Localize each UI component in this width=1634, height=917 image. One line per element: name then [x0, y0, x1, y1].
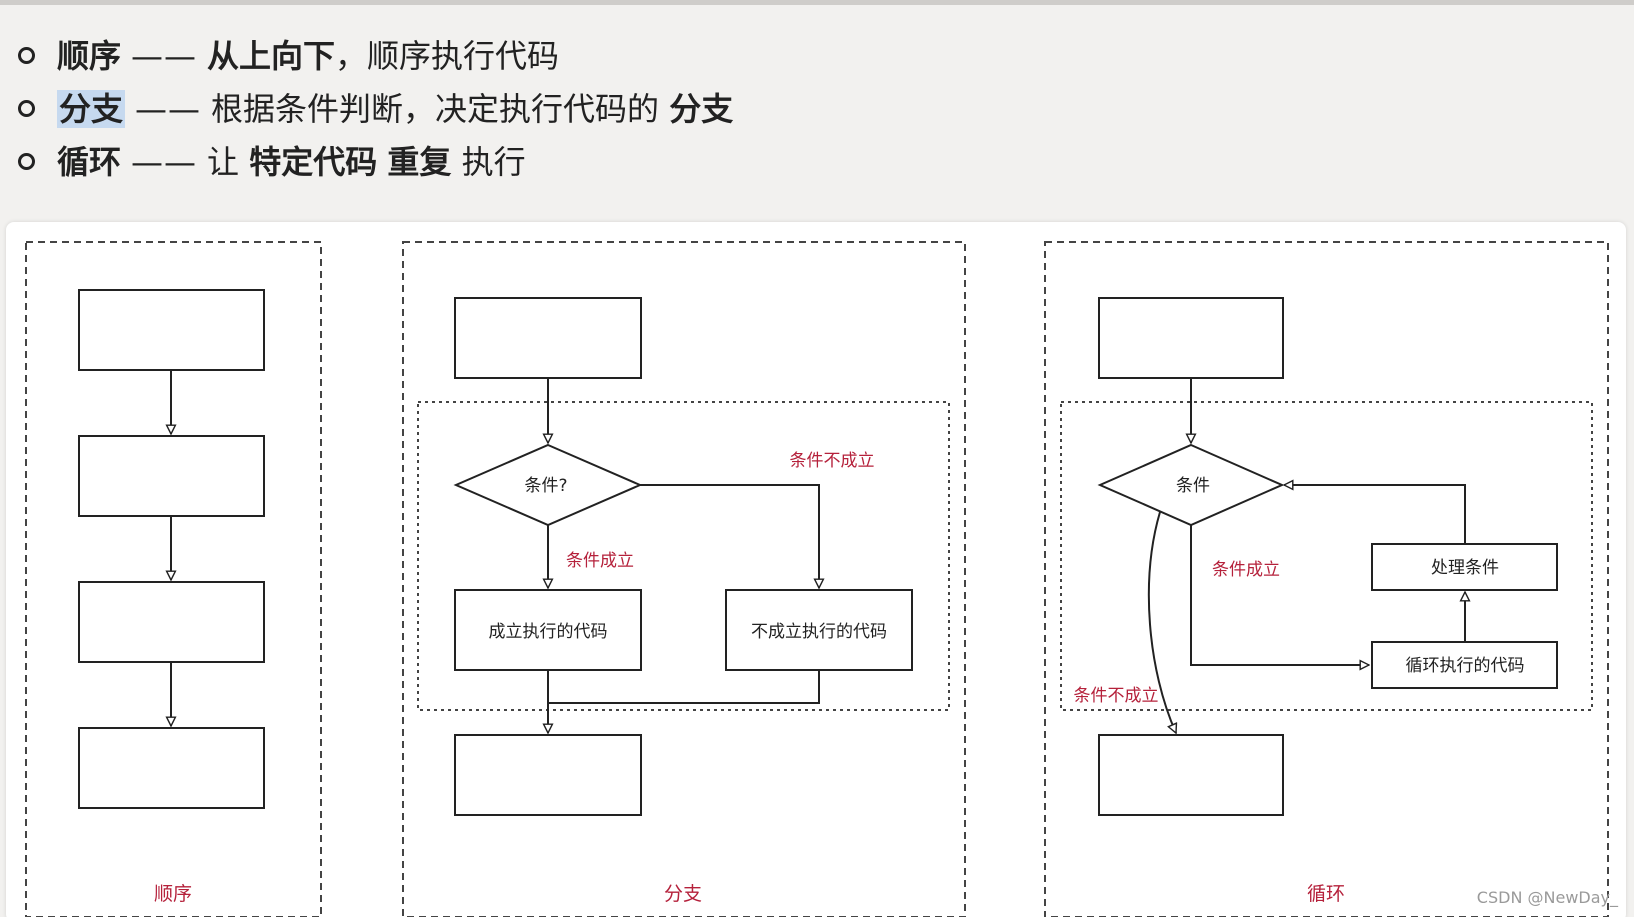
bullet-emphasis: 特定代码: [249, 143, 378, 181]
bullet-dash: ——: [131, 37, 198, 75]
loop-caption: 循环: [1307, 883, 1345, 905]
diagram-panel: [6, 222, 1626, 917]
loop-condition-label: 条件: [1176, 476, 1210, 496]
loop-arrow-false: [1147, 511, 1176, 733]
bullet-term: 顺序: [57, 37, 122, 75]
loop-end-box: [1098, 734, 1284, 816]
bullet-emphasis: 从上向下: [207, 37, 336, 75]
loop-diagram: 条件 条件成立 循环执行的代码 处理条件 条件不成立 循环: [1044, 241, 1609, 917]
branch-true-label: 条件成立: [566, 551, 634, 571]
bullet-sequence: 顺序——从上向下，顺序执行代码: [18, 30, 733, 83]
bullet-text: ，顺序执行代码: [335, 37, 560, 75]
sequence-step-box-1: [78, 289, 265, 371]
bullet-circle-icon: [18, 99, 35, 117]
branch-end-box: [454, 734, 642, 816]
branch-false-box: [725, 589, 913, 671]
top-window-strip: [0, 0, 1634, 5]
bullet-circle-icon: [18, 46, 35, 64]
bullet-text: 执行: [451, 143, 526, 181]
bullet-dash: ——: [135, 90, 202, 128]
loop-update-box: [1371, 543, 1558, 591]
branch-merge-line: [548, 670, 820, 704]
loop-arrow-back-to-condition: [1284, 485, 1466, 544]
branch-diagram: 条件? 条件成立 条件不成立 成立执行的代码 不成立执行的代码 分支: [402, 241, 966, 917]
loop-false-label: 条件不成立: [1074, 686, 1159, 706]
loop-start-box: [1098, 297, 1284, 379]
branch-true-box: [454, 589, 642, 671]
bullet-term: 循环: [57, 143, 122, 181]
csdn-watermark: CSDN @NewDay_: [1476, 888, 1618, 907]
loop-frame: [1044, 241, 1609, 917]
sequence-caption: 顺序: [154, 883, 192, 905]
branch-frame: [402, 241, 966, 917]
branch-condition-label: 条件?: [524, 476, 567, 496]
branch-true-box-label: 成立执行的代码: [489, 622, 608, 642]
branch-start-box: [454, 297, 642, 379]
bullet-loop: 循环——让 特定代码 重复 执行: [18, 136, 733, 189]
bullet-dash: ——: [131, 143, 198, 181]
loop-body-box-label: 循环执行的代码: [1406, 656, 1525, 676]
bullet-emphasis: 重复: [387, 143, 452, 181]
loop-update-box-label: 处理条件: [1431, 558, 1499, 578]
loop-body-box: [1371, 641, 1558, 689]
sequence-frame: [25, 241, 322, 917]
branch-false-box-label: 不成立执行的代码: [751, 622, 887, 642]
loop-true-label: 条件成立: [1212, 560, 1280, 580]
bullet-term-highlighted: 分支: [57, 90, 126, 128]
bullet-list: 顺序——从上向下，顺序执行代码 分支——根据条件判断，决定执行代码的 分支 循环…: [18, 30, 733, 189]
bullet-text: 根据条件判断，决定执行代码的: [211, 90, 670, 128]
bullet-branch: 分支——根据条件判断，决定执行代码的 分支: [18, 83, 733, 136]
bullet-emphasis: 分支: [669, 90, 734, 128]
bullet-circle-icon: [18, 152, 35, 170]
loop-arrow-true: [1190, 525, 1369, 665]
bullet-text: 让: [207, 143, 250, 181]
sequence-step-box-4: [78, 727, 265, 809]
branch-arrow-false: [640, 484, 819, 588]
sequence-diagram: 顺序: [25, 241, 322, 917]
sequence-step-box-3: [78, 581, 265, 663]
branch-caption: 分支: [664, 883, 702, 905]
sequence-step-box-2: [78, 435, 265, 517]
branch-false-label: 条件不成立: [790, 451, 875, 471]
